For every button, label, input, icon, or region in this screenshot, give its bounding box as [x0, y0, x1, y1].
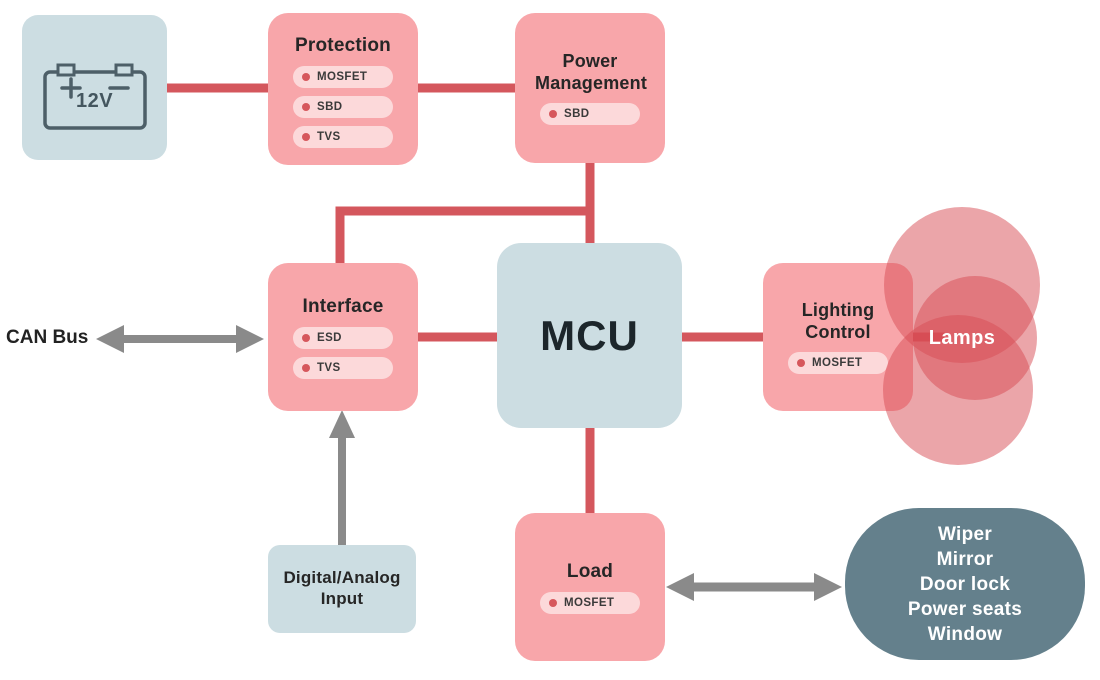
mcu-node: MCU — [497, 243, 682, 428]
component-chip-mosfet: MOSFET — [540, 591, 640, 614]
power-management-node: Power Management SBD — [515, 13, 665, 163]
can-bus-arrow-head-right — [236, 325, 264, 353]
component-chip-label: MOSFET — [564, 596, 615, 609]
component-dot-icon — [549, 598, 557, 607]
can-bus-label: CAN Bus — [6, 327, 89, 348]
actuator-item: Mirror — [936, 548, 994, 570]
component-chip-esd: ESD — [293, 326, 393, 349]
component-chip-sbd: SBD — [293, 95, 393, 118]
battery-icon — [42, 63, 147, 130]
component-chip-label: SBD — [317, 100, 343, 113]
protection-node: Protection MOSFET SBD TVS — [268, 13, 418, 165]
battery-node: 12V — [22, 15, 167, 160]
component-dot-icon — [302, 333, 310, 342]
mcu-title: MCU — [540, 311, 639, 359]
component-dot-icon — [302, 132, 310, 141]
component-chip-label: SBD — [564, 107, 590, 120]
component-dot-icon — [302, 72, 310, 81]
input-arrow-head — [329, 410, 355, 438]
protection-title: Protection — [295, 35, 391, 57]
interface-node: Interface ESD TVS — [268, 263, 418, 411]
digital-analog-input-node: Digital/Analog Input — [268, 545, 416, 633]
component-dot-icon — [549, 109, 557, 118]
component-chip-mosfet: MOSFET — [293, 65, 393, 88]
can-bus-arrow-head-left — [96, 325, 124, 353]
interface-title: Interface — [302, 296, 384, 318]
component-chip-label: MOSFET — [812, 356, 863, 369]
lamps-label: Lamps — [928, 327, 996, 349]
lighting-control-title: Lighting Control — [801, 300, 875, 342]
digital-analog-input-title: Digital/Analog Input — [283, 568, 401, 608]
component-chip-label: TVS — [317, 361, 341, 374]
load-title: Load — [566, 561, 614, 583]
component-chip-label: TVS — [317, 130, 341, 143]
component-chip-mosfet: MOSFET — [788, 351, 888, 374]
load-actuator-arrow-head-right — [814, 573, 842, 601]
component-chip-tvs: TVS — [293, 356, 393, 379]
component-chip-tvs: TVS — [293, 125, 393, 148]
component-dot-icon — [302, 363, 310, 372]
power-management-title: Power Management — [535, 51, 648, 93]
actuator-item: Door lock — [919, 573, 1011, 595]
load-actuator-arrow-head-left — [666, 573, 694, 601]
actuator-list-node: Wiper Mirror Door lock Power seats Windo… — [845, 508, 1085, 660]
actuator-item: Window — [927, 623, 1003, 645]
component-chip-sbd: SBD — [540, 102, 640, 125]
component-chip-label: MOSFET — [317, 70, 368, 83]
actuator-item: Power seats — [907, 598, 1023, 620]
load-node: Load MOSFET — [515, 513, 665, 661]
component-dot-icon — [797, 358, 805, 367]
component-chip-label: ESD — [317, 331, 342, 344]
battery-voltage-label: 12V — [75, 90, 114, 112]
actuator-item: Wiper — [937, 523, 993, 545]
component-dot-icon — [302, 102, 310, 111]
